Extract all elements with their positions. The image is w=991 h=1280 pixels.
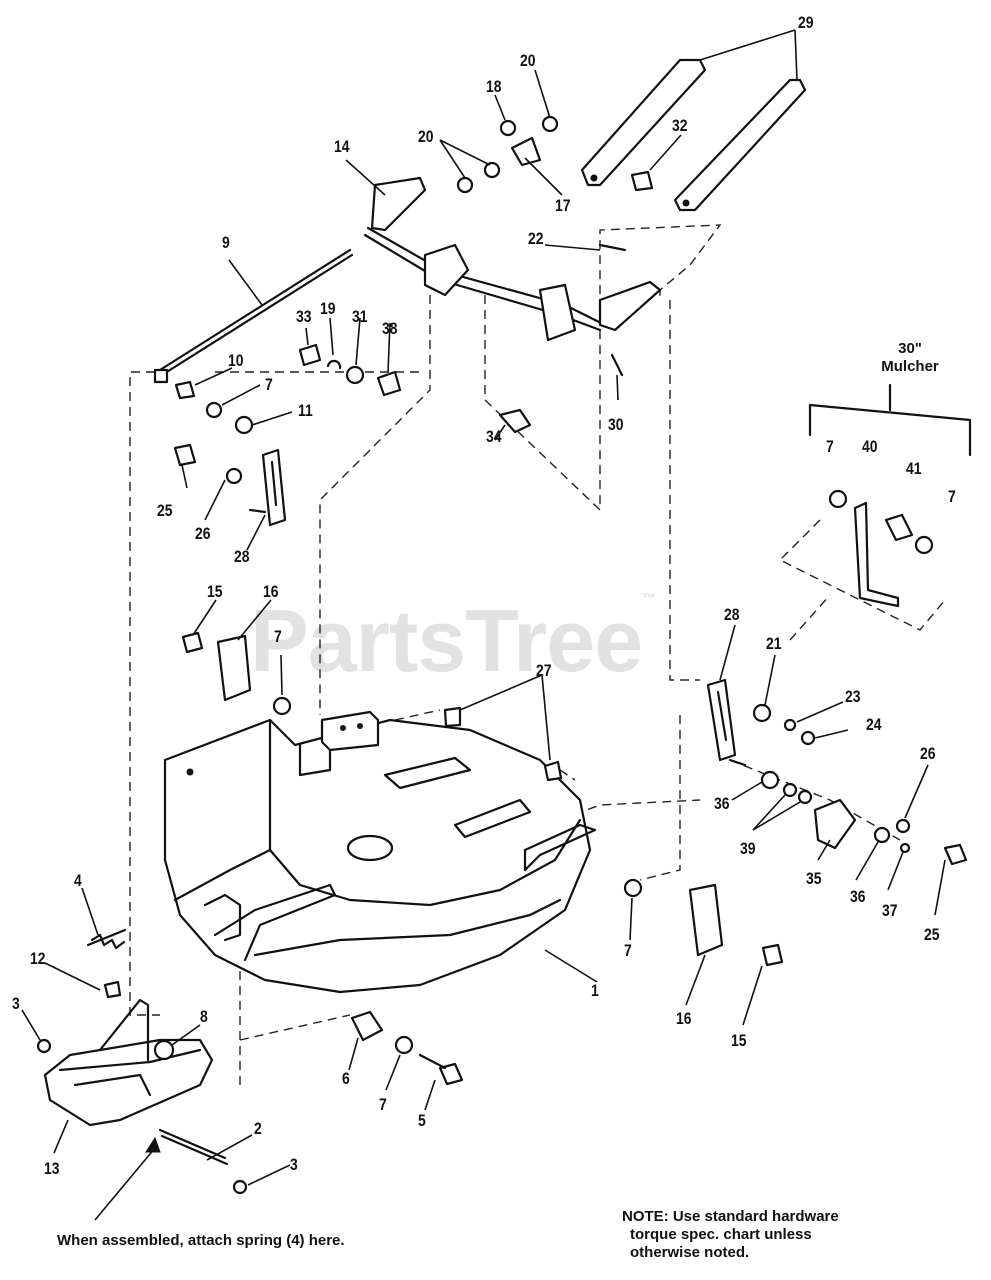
bottom-hardware (158, 1010, 464, 1195)
deck-front-bracket (320, 710, 380, 752)
callout-9: 9 (222, 233, 230, 252)
part-32-bolt (630, 170, 654, 192)
callout-5: 5 (418, 1111, 426, 1130)
callout-33: 33 (296, 307, 312, 326)
callout-26: 26 (920, 744, 936, 763)
callout-8: 8 (200, 1007, 208, 1026)
callout-1: 1 (591, 981, 599, 1000)
callout-20: 20 (520, 51, 536, 70)
right-height-bracket (706, 678, 968, 866)
callout-14: 14 (334, 137, 350, 156)
left-height-bracket (173, 443, 287, 527)
callout-31: 31 (352, 307, 368, 326)
right-side-plate (623, 878, 784, 967)
callout-36: 36 (850, 887, 866, 906)
part-29-links (580, 58, 807, 212)
callout-12: 12 (30, 949, 46, 968)
callout-19: 19 (320, 299, 336, 318)
callout-24: 24 (866, 715, 882, 734)
part-30-pin (610, 353, 624, 377)
callout-3: 3 (12, 994, 20, 1013)
callout-36: 36 (714, 794, 730, 813)
part-34-bolt (498, 408, 532, 434)
callout-20: 20 (418, 127, 434, 146)
callout-37: 37 (882, 901, 898, 920)
callout-7: 7 (379, 1095, 387, 1114)
callout-35: 35 (806, 869, 822, 888)
callout-13: 13 (44, 1159, 60, 1178)
callout-28: 28 (724, 605, 740, 624)
callout-17: 17 (555, 196, 571, 215)
assembly-footnote: When assembled, attach spring (4) here. (57, 1232, 345, 1249)
callout-7: 7 (826, 437, 834, 456)
callout-11: 11 (298, 401, 313, 420)
callout-34: 34 (486, 427, 502, 446)
callout-7: 7 (624, 941, 632, 960)
callout-16: 16 (676, 1009, 692, 1028)
callout-30: 30 (608, 415, 624, 434)
callout-21: 21 (766, 634, 782, 653)
watermark: PartsTree™ (250, 590, 656, 690)
callout-7: 7 (274, 627, 282, 646)
mulcher-kit-group (443, 383, 972, 782)
callout-4: 4 (74, 871, 82, 890)
callout-32: 32 (672, 116, 688, 135)
callout-22: 22 (528, 229, 544, 248)
mulcher-group-label: 30" Mulcher (881, 340, 939, 375)
torque-note: NOTE: Use standard hardware torque spec.… (622, 1208, 839, 1261)
callout-18: 18 (486, 77, 502, 96)
callout-25: 25 (924, 925, 940, 944)
callout-39: 39 (740, 839, 756, 858)
callout-6: 6 (342, 1069, 350, 1088)
callout-16: 16 (263, 582, 279, 601)
callout-38: 38 (382, 319, 398, 338)
callout-10: 10 (228, 351, 244, 370)
mower-deck-housing (163, 718, 597, 994)
hardware-33-19-31-38 (174, 343, 402, 435)
callout-2: 2 (254, 1119, 262, 1138)
callout-27: 27 (536, 661, 552, 680)
callout-26: 26 (195, 524, 211, 543)
callout-7: 7 (265, 375, 273, 394)
assembly-dashed-lines (129, 224, 946, 1085)
callout-41: 41 (906, 459, 922, 478)
callout-29: 29 (798, 13, 814, 32)
callout-3: 3 (290, 1155, 298, 1174)
callout-40: 40 (862, 437, 878, 456)
callout-15: 15 (731, 1031, 747, 1050)
callout-28: 28 (234, 547, 250, 566)
part-22-bolt (598, 243, 627, 252)
left-side-plate (181, 631, 292, 716)
front-hitch-bracket (36, 928, 214, 1127)
part-14-lift-shaft (153, 176, 662, 384)
callout-7: 7 (948, 487, 956, 506)
parts-17-18-20 (456, 115, 559, 194)
callout-25: 25 (157, 501, 173, 520)
callout-15: 15 (207, 582, 223, 601)
callout-23: 23 (845, 687, 861, 706)
leader-lines (21, 29, 946, 1221)
